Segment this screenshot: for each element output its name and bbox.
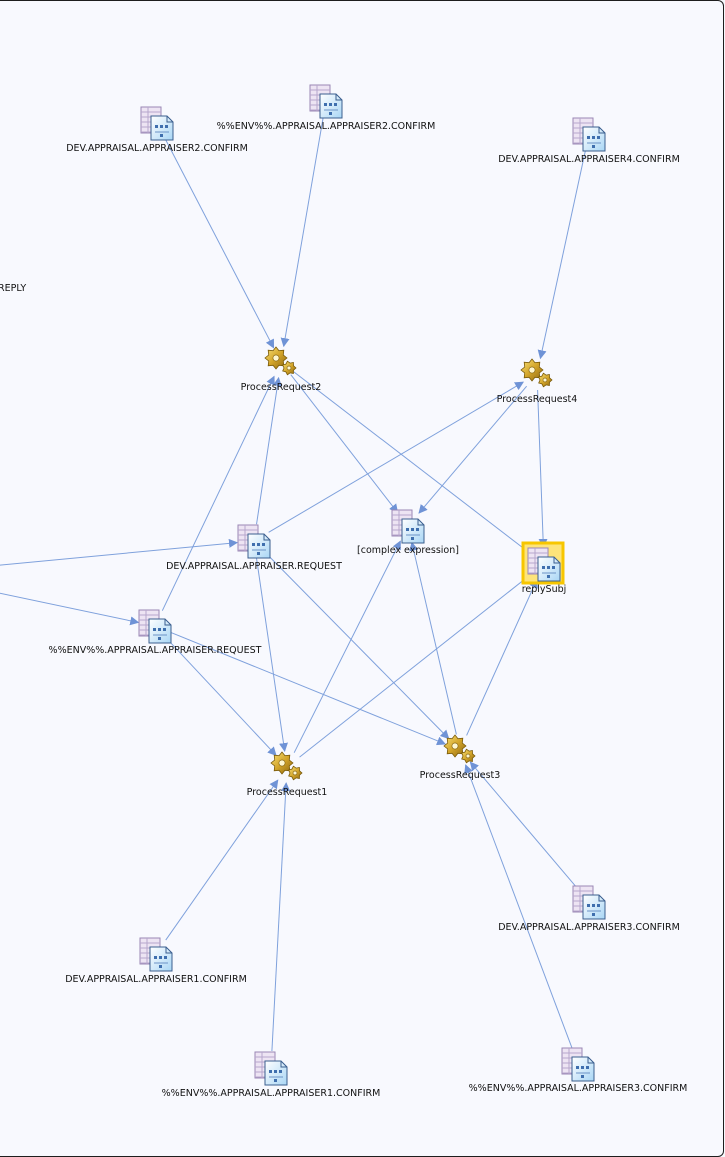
node-env-request[interactable]: %%ENV%%.APPRAISAL.APPRAISER.REQUEST [49,609,262,656]
edge-env_request-to-pr2 [161,375,275,611]
subject-queue-icon [391,509,425,544]
nodes-layer: DEV.APPRAISAL.APPRAISER2.CONFIRM %%ENV%%.… [0,84,688,1099]
node-env-a3-confirm[interactable]: %%ENV%%.APPRAISAL.APPRAISER3.CONFIRM [469,1047,688,1094]
edge-dev_request-to-pr2 [256,376,282,525]
node-replysubj[interactable]: replySubj [521,541,567,595]
edge-dev_a4_confirm-to-pr4 [537,150,586,360]
node-label: %%ENV%%.APPRAISAL.APPRAISER3.CONFIRM [469,1083,688,1094]
node-label: ProcessRequest1 [247,787,328,798]
node-label: REPLY [0,283,26,294]
edge-pr1-to-complex [293,540,401,753]
edge-pr1-to-replysubj [299,573,532,758]
edge-env_a2_confirm-to-pr2 [280,117,324,348]
edge-offscreen_left_1-to-dev_request [0,538,238,566]
node-label: DEV.APPRAISAL.APPRAISER2.CONFIRM [66,143,248,154]
subject-queue-icon [254,1051,288,1086]
process-gears-icon [520,358,553,388]
subject-queue-icon [309,84,343,119]
edge-dev_request-to-pr4 [268,381,524,533]
node-label: %%ENV%%.APPRAISAL.APPRAISER.REQUEST [49,645,262,656]
node-label: [complex expression] [357,545,459,556]
node-dev-a3-confirm[interactable]: DEV.APPRAISAL.APPRAISER3.CONFIRM [498,885,680,933]
edge-pr2-to-complex [290,374,399,514]
process-gears-icon [264,346,297,376]
edge-pr3-to-replysubj [466,578,538,736]
node-label: %%ENV%%.APPRAISAL.APPRAISER2.CONFIRM [217,121,436,132]
subject-queue-icon [572,117,606,152]
process-gears-icon [270,751,303,781]
node-label: DEV.APPRAISAL.APPRAISER3.CONFIRM [498,922,680,933]
node-label: ProcessRequest2 [241,382,322,393]
node-dev-a4-confirm[interactable]: DEV.APPRAISAL.APPRAISER4.CONFIRM [498,117,680,165]
edge-dev_a3_confirm-to-pr3 [469,761,579,890]
edge-env_request-to-pr1 [166,638,277,756]
node-label: DEV.APPRAISAL.APPRAISER.REQUEST [166,561,342,572]
edge-pr3-to-complex [409,541,457,735]
node-env-a2-confirm[interactable]: %%ENV%%.APPRAISAL.APPRAISER2.CONFIRM [217,84,436,132]
edge-pr4-to-replysubj [537,389,548,548]
edge-dev_request-to-pr1 [255,557,288,753]
subject-queue-icon [237,524,271,559]
edges-layer [0,117,586,1052]
node-label: %%ENV%%.APPRAISAL.APPRAISER1.CONFIRM [162,1088,381,1099]
edge-pr4-to-complex [418,385,528,514]
node-dev-request[interactable]: DEV.APPRAISAL.APPRAISER.REQUEST [166,524,342,572]
node-env-a1-confirm[interactable]: %%ENV%%.APPRAISAL.APPRAISER1.CONFIRM [162,1051,381,1099]
node-label: replySubj [522,584,567,595]
edge-dev_request-to-pr3 [265,552,450,740]
node-label: DEV.APPRAISAL.APPRAISER1.CONFIRM [65,974,247,985]
node-complex[interactable]: [complex expression] [357,509,459,556]
process-gears-icon [443,734,476,764]
node-label: ProcessRequest4 [497,394,578,405]
subject-queue-icon [140,106,174,141]
edge-dev_a1_confirm-to-pr1 [165,779,279,941]
node-pr3[interactable]: ProcessRequest3 [420,734,501,781]
node-pr2[interactable]: ProcessRequest2 [241,346,322,393]
edge-offscreen_left_2-to-env_request [0,592,140,626]
edge-dev_a2_confirm-to-pr2 [164,137,275,349]
node-pr1[interactable]: ProcessRequest1 [247,751,328,798]
subject-queue-icon [138,609,172,644]
node-reply-partial[interactable]: REPLY [0,283,26,294]
node-label: ProcessRequest3 [420,770,501,781]
subject-queue-icon [521,541,565,585]
node-dev-a2-confirm[interactable]: DEV.APPRAISAL.APPRAISER2.CONFIRM [66,106,248,154]
node-pr4[interactable]: ProcessRequest4 [497,358,578,405]
node-label: DEV.APPRAISAL.APPRAISER4.CONFIRM [498,154,680,165]
node-dev-a1-confirm[interactable]: DEV.APPRAISAL.APPRAISER1.CONFIRM [65,937,247,985]
edge-pr2-to-replysubj [293,371,532,555]
subject-queue-icon [561,1047,595,1082]
edge-env_request-to-pr3 [170,631,447,746]
edge-env_a3_confirm-to-pr3 [464,764,573,1049]
subject-queue-icon [139,937,173,972]
subject-queue-icon [572,885,606,920]
edge-env_a1_confirm-to-pr1 [271,782,291,1052]
